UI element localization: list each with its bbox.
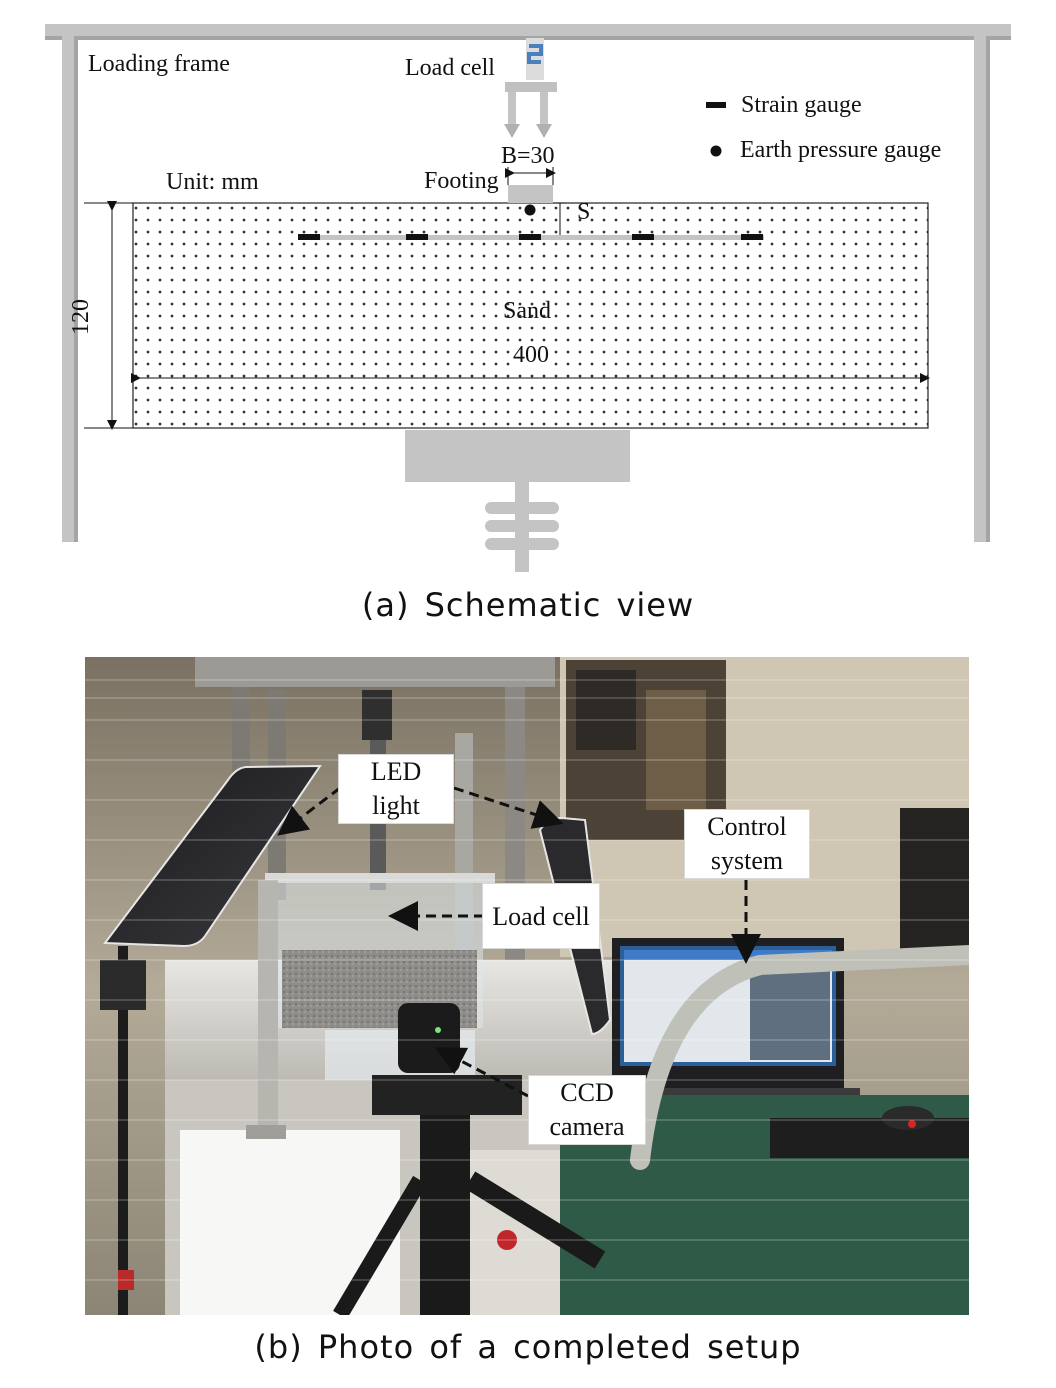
unit-label: Unit: mm <box>166 169 259 195</box>
strain-gauge <box>298 234 320 240</box>
earth-pressure-legend-symbol <box>710 145 722 157</box>
load-cell-icon <box>504 38 557 138</box>
photo-caption: (b) Photo of a completed setup <box>254 1328 802 1366</box>
ccd-camera-callout: CCD camera <box>528 1075 646 1145</box>
height-dimension-label: 120 <box>68 299 94 335</box>
length-dimension-label: 400 <box>511 342 551 369</box>
earth-pressure-legend-label: Earth pressure gauge <box>740 137 942 163</box>
led-light-callout-line2: light <box>372 791 420 820</box>
embedment-depth-label: S <box>577 199 591 225</box>
strain-gauges <box>298 234 763 240</box>
control-system-callout-line2: system <box>710 846 784 875</box>
ccd-camera-callout-line1: CCD <box>560 1078 614 1107</box>
strain-gauge <box>406 234 428 240</box>
ccd-camera-callout-line2: camera <box>549 1112 625 1141</box>
footing-width-label: B=30 <box>501 143 555 169</box>
strain-gauge <box>632 234 654 240</box>
schematic-caption: (a) Schematic view <box>361 586 695 624</box>
led-light-callout-line1: LED <box>370 757 422 786</box>
loading-frame-label: Loading frame <box>88 51 230 77</box>
load-cell-label: Load cell <box>405 55 495 81</box>
load-cell-callout: Load cell <box>482 883 600 949</box>
strain-gauge-legend-label: Strain gauge <box>741 92 862 118</box>
earth-pressure-gauge <box>524 204 536 216</box>
schematic-diagram <box>45 24 1011 572</box>
strain-gauge <box>741 234 763 240</box>
height-dimension <box>84 201 133 430</box>
sand-label: Sand <box>503 298 551 324</box>
footing-label: Footing <box>424 168 499 194</box>
led-light-callout: LED light <box>338 754 454 824</box>
control-system-callout-line1: Control <box>707 812 787 841</box>
strain-gauge <box>519 234 541 240</box>
strain-gauge-legend-symbol <box>706 102 726 108</box>
base-actuator <box>405 430 630 572</box>
sand-box <box>132 202 929 429</box>
footing-width-dimension <box>505 167 556 185</box>
control-system-callout: Control system <box>684 809 810 879</box>
footing <box>508 185 553 203</box>
